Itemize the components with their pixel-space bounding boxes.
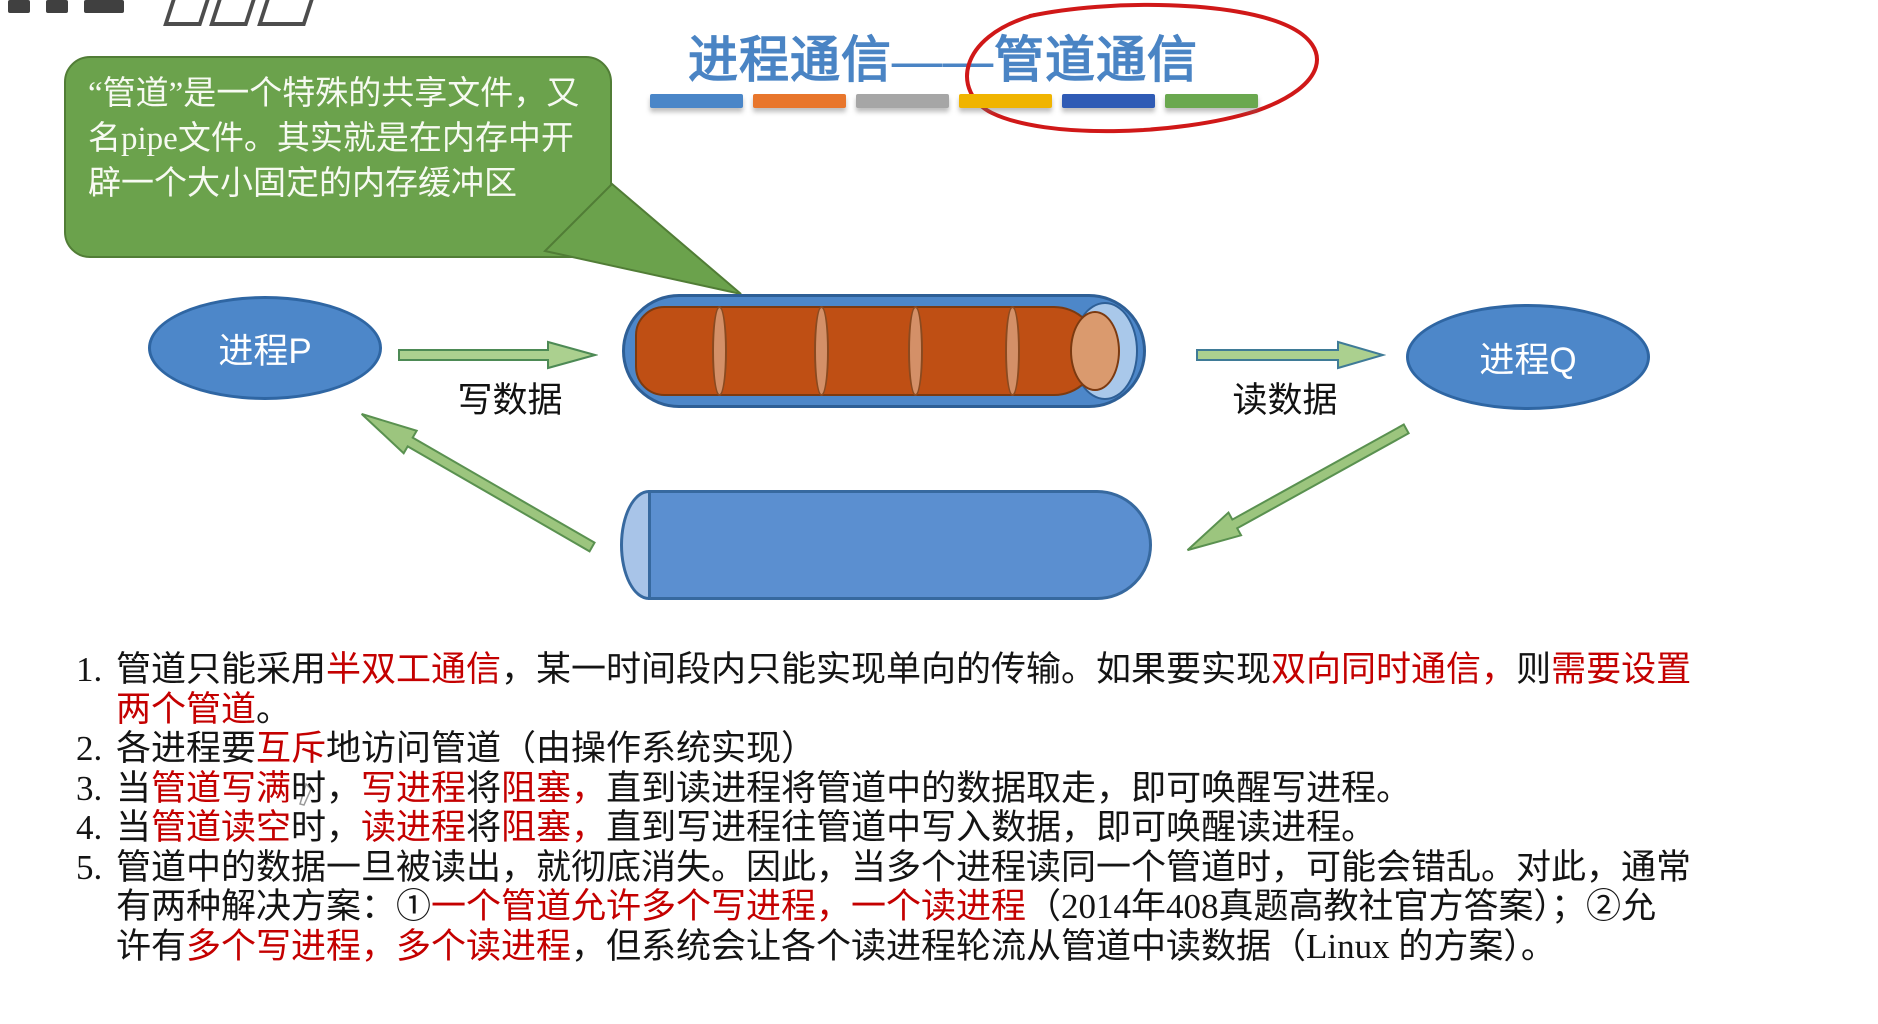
list-item-text: 各进程要互斥地访问管道（由操作系统实现） bbox=[116, 729, 1840, 769]
pipe-segment-ring bbox=[1005, 306, 1020, 396]
list-item: 4. 当管道读空时，读进程将阻塞，直到写进程往管道中写入数据，即可唤醒读进程。 bbox=[70, 808, 1840, 848]
write-data-label: 写数据 bbox=[457, 381, 563, 420]
underline-bar bbox=[1165, 94, 1258, 108]
callout-text: “管道”是一个特殊的共享文件，又名pipe文件。其实就是在内存中开辟一个大小固定… bbox=[88, 76, 580, 203]
process-p-ellipse: 进程P bbox=[148, 296, 382, 400]
watermark-logos bbox=[0, 0, 360, 26]
text-segment: 两个管道 bbox=[116, 689, 257, 729]
watermark-letter-shape bbox=[163, 0, 211, 26]
title-underline-bars bbox=[650, 94, 1260, 114]
list-item: 1. 管道只能采用半双工通信，某一时间段内只能实现单向的传输。如果要实现双向同时通… bbox=[70, 650, 1840, 729]
text-segment: 有两种解决方案：① bbox=[116, 887, 432, 926]
list-item-text: 管道只能采用半双工通信，某一时间段内只能实现单向的传输。如果要实现双向同时通信，… bbox=[116, 650, 1840, 729]
list-item-number: 1. bbox=[76, 650, 103, 689]
text-segment: 当 bbox=[116, 768, 152, 808]
read-arrow-icon bbox=[1196, 340, 1386, 370]
text-segment: ，但系统会让各个读进程轮流从管道中读数据（Linux 的方案）。 bbox=[571, 926, 1556, 966]
pipe-segment-ring bbox=[712, 306, 727, 396]
text-segment: 管道写满 bbox=[151, 768, 292, 808]
underline-bar bbox=[650, 94, 743, 108]
pipe-segment-ring bbox=[908, 306, 923, 396]
list-item: 5. 管道中的数据一旦被读出，就彻底消失。因此，当多个进程读同一个管道时，可能会错… bbox=[70, 848, 1840, 967]
list-item-number: 2. bbox=[76, 729, 103, 768]
text-segment: 时， bbox=[291, 808, 362, 847]
text-segment: 半双工通信 bbox=[326, 650, 502, 689]
list-item-text: 当管道读空时，读进程将阻塞，直到写进程往管道中写入数据，即可唤醒读进程。 bbox=[116, 808, 1840, 848]
text-segment: 直到写进程往管道中写入数据，即可唤醒读进程。 bbox=[606, 808, 1377, 847]
process-q-label: 进程Q bbox=[1479, 340, 1577, 380]
text-segment: （2014年408真题高教社官方答案）；②允 bbox=[1026, 887, 1657, 926]
watermark-logo-icon bbox=[84, 0, 124, 13]
text-segment: 管道读空 bbox=[151, 808, 292, 847]
second-pipe-cylinder bbox=[620, 490, 1152, 600]
pipe-inner-tube bbox=[635, 306, 1099, 396]
pipe-segment-ring bbox=[814, 306, 829, 396]
text-segment: 管道只能采用 bbox=[116, 650, 327, 689]
underline-bar bbox=[1062, 94, 1155, 108]
underline-bar bbox=[856, 94, 949, 108]
list-item: 3. 当管道写满时，写进程将阻塞，直到读进程将管道中的数据取走，即可唤醒写进程。 bbox=[70, 769, 1840, 809]
pipe-cylinder bbox=[622, 294, 1146, 408]
text-segment: 许有 bbox=[116, 926, 187, 966]
list-item-number: 5. bbox=[76, 847, 103, 887]
text-segment: 双向同时通信， bbox=[1271, 650, 1517, 689]
underline-bar bbox=[959, 94, 1052, 108]
text-segment: 地访问管道（由操作系统实现） bbox=[326, 729, 817, 768]
text-segment: 各进程要 bbox=[116, 729, 257, 768]
text-segment: 将 bbox=[466, 768, 502, 808]
watermark-letter-shape bbox=[257, 0, 315, 26]
pipe-notes-list: 1. 管道只能采用半双工通信，某一时间段内只能实现单向的传输。如果要实现双向同时通… bbox=[70, 650, 1840, 966]
text-segment: 直到读进程将管道中的数据取走，即可唤醒写进程。 bbox=[606, 768, 1412, 808]
list-item-text: 当管道写满时，写进程将阻塞，直到读进程将管道中的数据取走，即可唤醒写进程。 bbox=[116, 769, 1840, 809]
text-segment: 写进程 bbox=[361, 768, 467, 808]
second-pipe-body bbox=[648, 490, 1152, 600]
pen-cursor-icon bbox=[299, 782, 312, 806]
underline-bar bbox=[753, 94, 846, 108]
text-segment: 阻塞， bbox=[501, 808, 607, 847]
list-item: 2. 各进程要互斥地访问管道（由操作系统实现） bbox=[70, 729, 1840, 769]
list-item-text: 管道中的数据一旦被读出，就彻底消失。因此，当多个进程读同一个管道时，可能会错乱。… bbox=[116, 848, 1840, 967]
text-segment: 多个写进程，多个读进程 bbox=[186, 926, 572, 966]
text-segment: 。 bbox=[256, 689, 292, 729]
watermark-logo-icon bbox=[8, 0, 30, 13]
text-segment: 互斥 bbox=[256, 729, 327, 768]
read-data-label: 读数据 bbox=[1232, 381, 1338, 420]
callout-tail bbox=[543, 182, 742, 295]
text-segment: 阻塞， bbox=[501, 768, 607, 808]
watermark-letter-shape bbox=[209, 0, 257, 26]
pipe-end-cap bbox=[1070, 311, 1120, 391]
red-circle-annotation bbox=[965, 2, 1319, 134]
text-segment: 需要设置 bbox=[1551, 650, 1692, 689]
return-arrow-to-p-icon bbox=[361, 413, 596, 553]
process-q-ellipse: 进程Q bbox=[1406, 304, 1650, 410]
text-segment: 一个管道允许多个写进程，一个读进程 bbox=[431, 887, 1027, 926]
text-segment: 管道中的数据一旦被读出，就彻底消失。因此，当多个进程读同一个管道时，可能会错乱。… bbox=[116, 847, 1692, 887]
watermark-logo-icon bbox=[46, 0, 68, 13]
text-segment: 当 bbox=[116, 808, 152, 847]
text-segment: 则 bbox=[1516, 650, 1552, 689]
list-item-number: 3. bbox=[76, 768, 103, 808]
write-arrow-icon bbox=[398, 340, 598, 370]
list-item-number: 4. bbox=[76, 808, 103, 847]
text-segment: ，某一时间段内只能实现单向的传输。如果要实现 bbox=[501, 650, 1272, 689]
text-segment: 时， bbox=[291, 768, 362, 808]
text-segment: 将 bbox=[466, 808, 502, 847]
text-segment: 读进程 bbox=[361, 808, 467, 847]
arrow-q-to-pipe-icon bbox=[1186, 423, 1410, 552]
process-p-label: 进程P bbox=[218, 331, 312, 371]
page-title: 进程通信——管道通信 bbox=[688, 32, 1198, 88]
pipe-definition-callout: “管道”是一个特殊的共享文件，又名pipe文件。其实就是在内存中开辟一个大小固定… bbox=[64, 56, 612, 258]
